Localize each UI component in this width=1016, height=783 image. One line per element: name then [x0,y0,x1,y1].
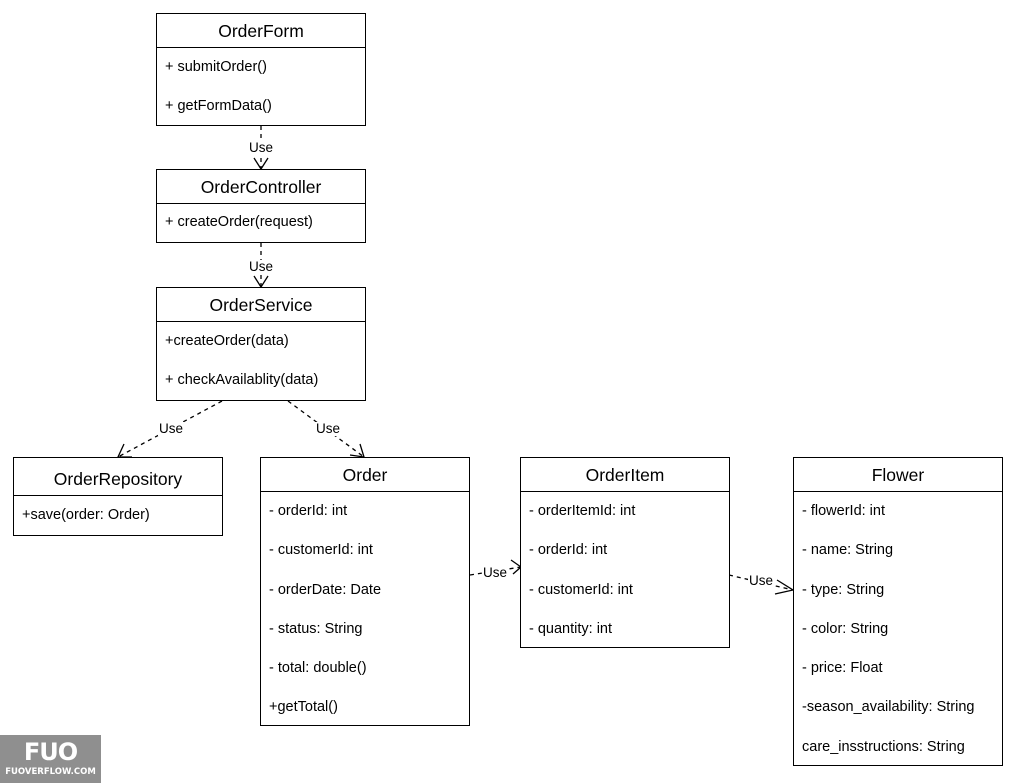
class-order[interactable]: Order - orderId: int - customerId: int -… [260,457,470,726]
class-member: - customerId: int [269,542,373,559]
class-member: - type: String [802,581,885,598]
use-label-service-order: Use [315,421,342,436]
class-name: OrderItem [521,458,729,492]
class-name: Flower [794,458,1002,492]
class-flower[interactable]: Flower - flowerId: int - name: String - … [793,457,1003,766]
class-member: - price: Float [802,660,883,677]
class-member: -season_availability: String [802,699,975,716]
class-name: OrderForm [157,14,365,48]
use-label-form-controller: Use [248,140,275,155]
class-member: - flowerId: int [802,503,885,519]
class-member: + checkAvailablity(data) [165,372,319,389]
class-member: - quantity: int [529,620,613,637]
class-member: - color: String [802,620,889,637]
class-member: +save(order: Order) [22,507,150,523]
class-member: - total: double() [269,660,367,677]
class-member: - orderDate: Date [269,581,382,598]
class-orderitem[interactable]: OrderItem - orderItemId: int - orderId: … [520,457,730,648]
class-member: - orderId: int [529,542,608,559]
class-orderform[interactable]: OrderForm + submitOrder() + getFormData(… [156,13,366,126]
use-label-service-repository: Use [158,421,185,436]
class-member: - name: String [802,542,894,559]
class-member: - orderId: int [269,503,348,519]
class-name: OrderService [157,288,365,322]
use-label-item-flower: Use [748,573,775,588]
class-member: + submitOrder() [165,59,267,75]
watermark-mark: FUO [23,738,78,766]
watermark-text: FUOVERFLOW.COM [5,767,96,777]
watermark-logo: FUO FUOVERFLOW.COM [0,735,101,783]
use-label-controller-service: Use [248,259,275,274]
class-ordercontroller[interactable]: OrderController + createOrder(request) [156,169,366,243]
class-name: OrderRepository [14,458,222,496]
class-member: + createOrder(request) [165,214,313,230]
class-orderrepository[interactable]: OrderRepository +save(order: Order) [13,457,223,536]
use-label-order-item: Use [482,565,509,580]
class-member: - customerId: int [529,581,633,598]
class-member: - status: String [269,620,363,637]
class-member: +getTotal() [269,699,338,716]
class-orderservice[interactable]: OrderService +createOrder(data) + checkA… [156,287,366,401]
class-name: Order [261,458,469,492]
class-member: + getFormData() [165,98,272,115]
class-member: - orderItemId: int [529,503,636,519]
class-name: OrderController [157,170,365,204]
class-member: care_insstructions: String [802,738,965,755]
class-member: +createOrder(data) [165,333,289,349]
